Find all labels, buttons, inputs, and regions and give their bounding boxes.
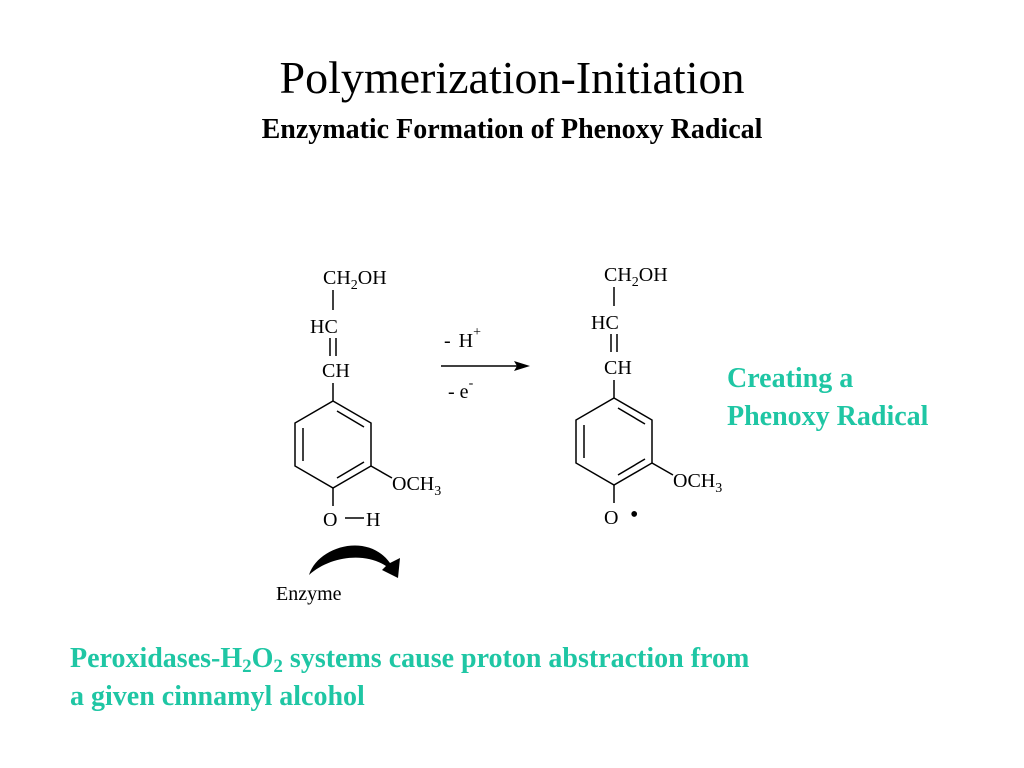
product-ch-label: CH (604, 357, 632, 379)
reaction-arrow-group: -H+ -e- (441, 325, 530, 403)
reactant-hc-label: HC (310, 316, 338, 338)
reactant-och3-label: OCH3 (392, 473, 441, 499)
reactant-h-label: H (366, 509, 380, 531)
reactant-o-label: O (323, 509, 337, 531)
side-note-line-2: Phenoxy Radical (727, 401, 929, 432)
product-ring-inner-bond-1 (617, 407, 646, 425)
reactant-benzene-ring (294, 400, 372, 489)
product-bond-ring-och3 (651, 462, 674, 476)
product-o-label: O (604, 507, 618, 529)
enzyme-curved-arrow (309, 545, 400, 578)
caption-line-1: Peroxidases-H2O2 systems cause proton ab… (70, 643, 750, 677)
arrow-bottom-label: -e- (448, 376, 474, 403)
product-ring-inner-bond-3 (617, 458, 646, 476)
slide-title: Polymerization-Initiation (279, 52, 745, 103)
enzyme-label: Enzyme (276, 583, 342, 605)
caption-line-2: a given cinnamyl alcohol (70, 681, 365, 712)
product-benzene-ring (575, 397, 653, 486)
product-och3-label: OCH3 (673, 470, 722, 496)
reactant-ch-label: CH (322, 360, 350, 382)
product-hc-label: HC (591, 312, 619, 334)
reactant-ring-inner-bond-1 (336, 410, 365, 428)
side-note: Creating a Phenoxy Radical (727, 360, 1017, 436)
product-molecule: CH2OH HC CH OCH3 O • (575, 264, 722, 529)
reaction-arrow-head (514, 361, 530, 371)
slide-subtitle: Enzymatic Formation of Phenoxy Radical (261, 114, 763, 145)
radical-dot: • (630, 502, 638, 528)
side-note-line-1: Creating a (727, 363, 854, 394)
reactant-ring-inner-bond-3 (336, 461, 365, 479)
reactant-ch2oh-label: CH2OH (323, 267, 387, 293)
reactant-molecule: CH2OH HC CH OCH3 O H Enzyme (276, 267, 441, 605)
arrow-top-label: -H+ (444, 325, 481, 352)
caption: Peroxidases-H2O2 systems cause proton ab… (70, 640, 970, 716)
reactant-bond-ring-och3 (370, 465, 393, 479)
product-ch2oh-label: CH2OH (604, 264, 668, 290)
